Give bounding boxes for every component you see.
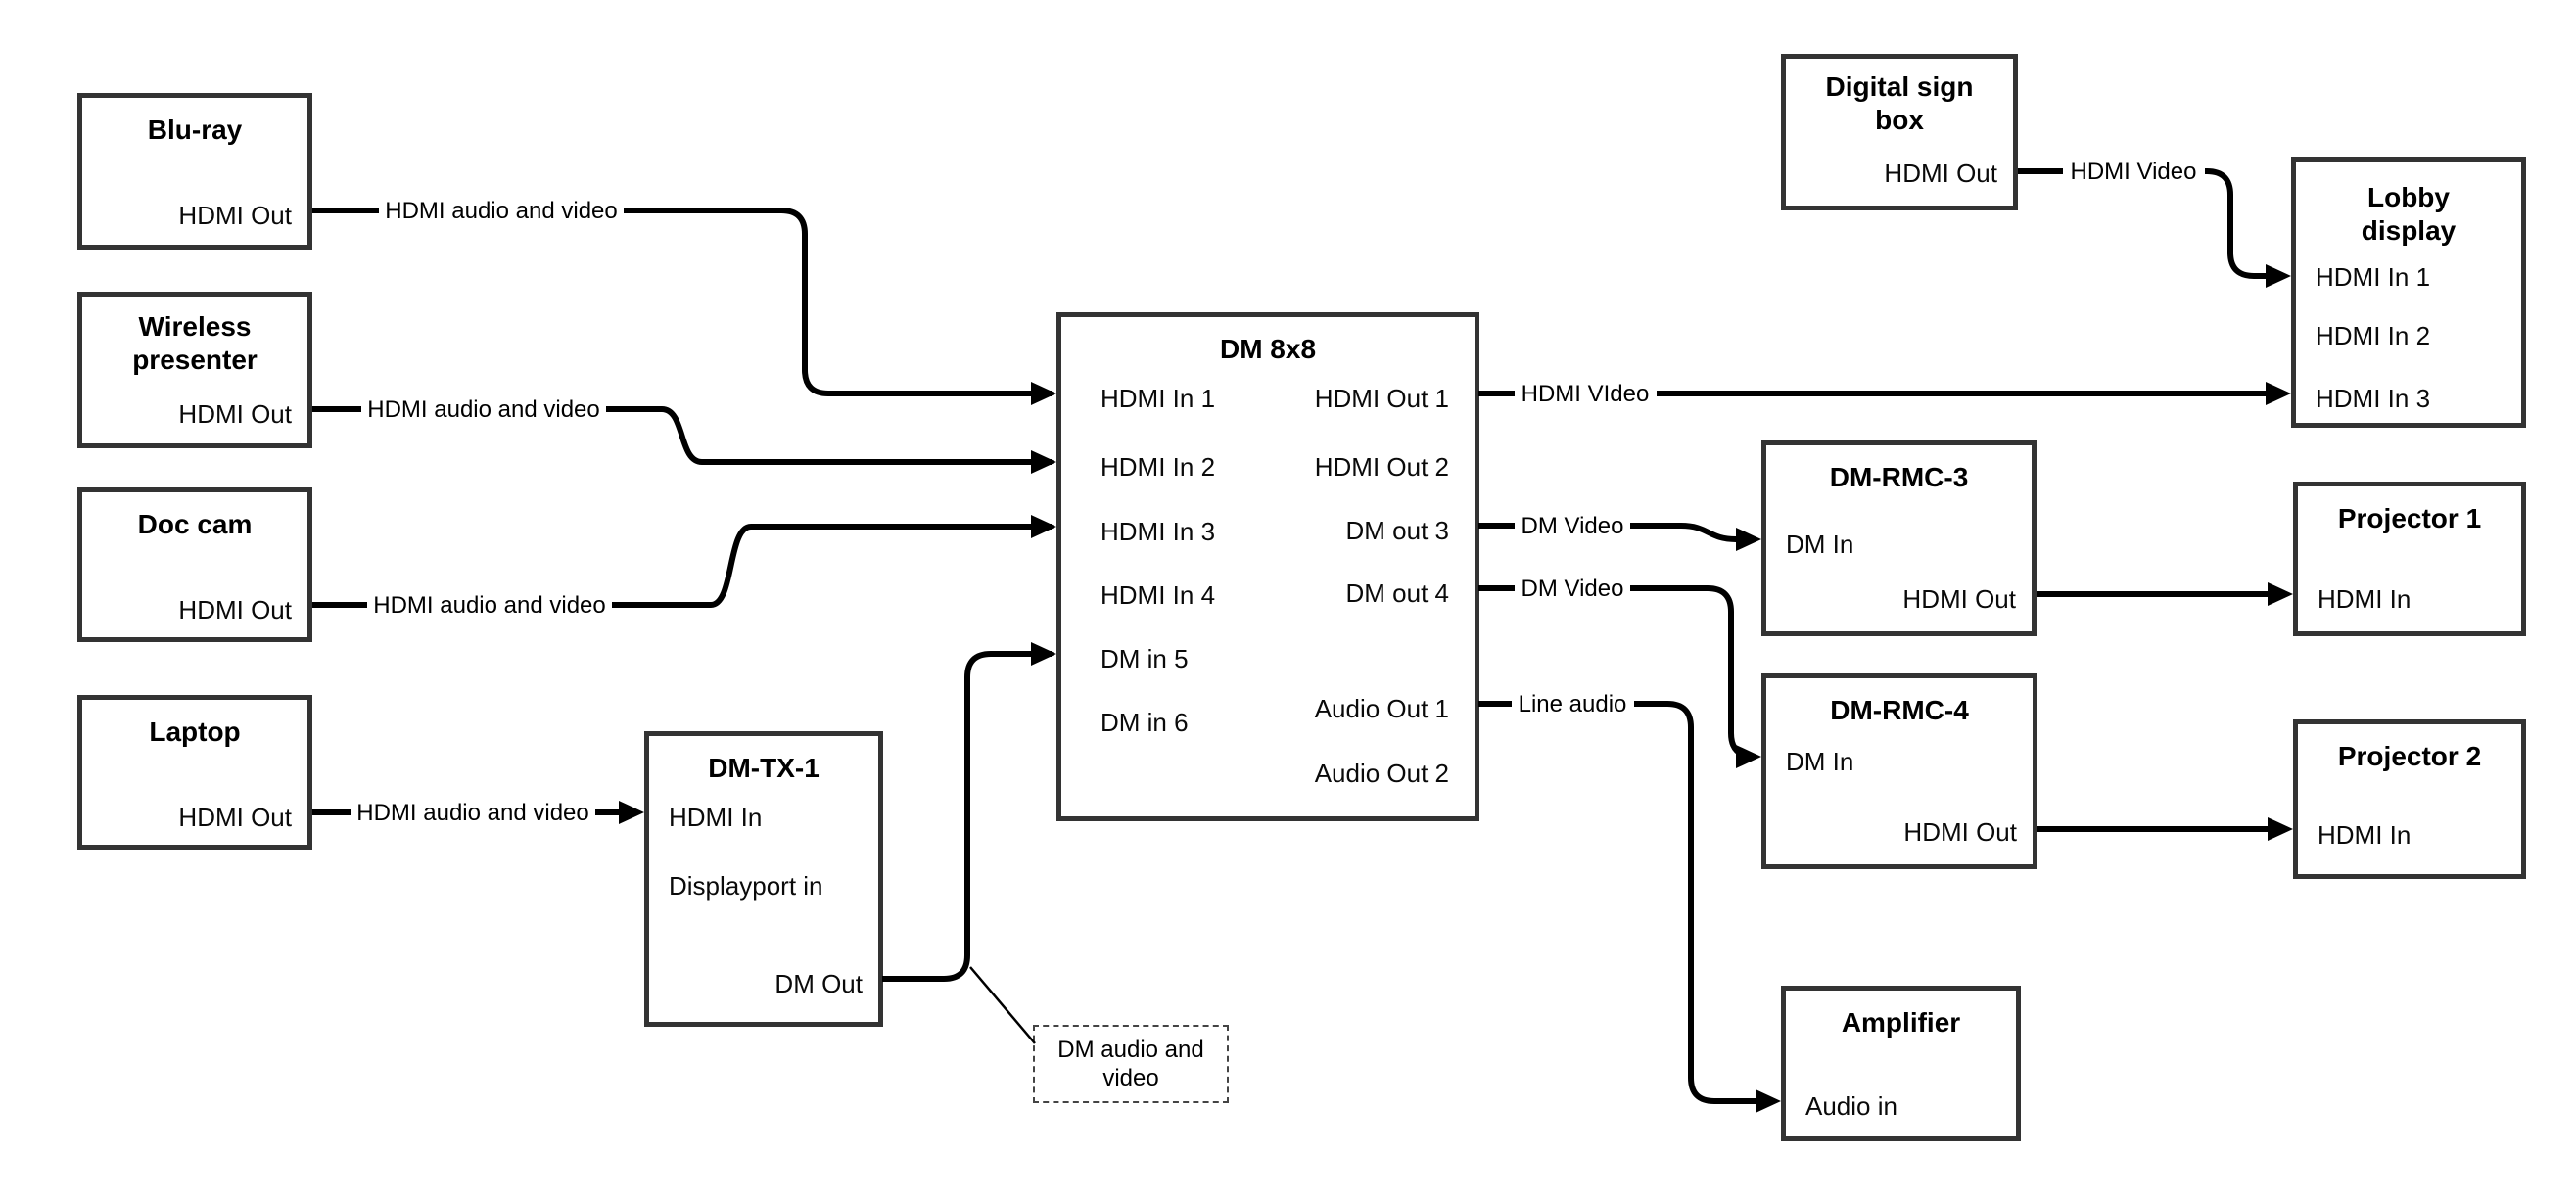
node-lobby-display: Lobby display HDMI In 1 HDMI In 2 HDMI I…	[2291, 157, 2526, 428]
node-laptop: Laptop HDMI Out	[77, 695, 312, 850]
note-dm-audio-and-video: DM audio and video	[1033, 1025, 1229, 1103]
edge-label-bg	[1512, 687, 1634, 720]
port-lobby-hdmi-in-2: HDMI In 2	[2316, 321, 2431, 350]
port-dm8x8-dm-in-5: DM in 5	[1101, 644, 1189, 673]
node-digital-sign-box-title: Digital sign box	[1825, 71, 1974, 135]
node-dm-tx-1-title: DM-TX-1	[708, 753, 820, 783]
node-dm-tx-1: DM-TX-1 HDMI In Displayport in DM Out	[644, 731, 883, 1027]
port-proj1-hdmi-in: HDMI In	[2318, 584, 2412, 614]
edge-label-wireless: HDMI audio and video	[367, 396, 599, 423]
arrowhead-rmc4-dm-in	[1736, 745, 1761, 768]
arrowhead-dmtx1-hdmi-in	[619, 801, 644, 824]
arrowhead-dm8x8-in2	[1031, 450, 1056, 474]
arrowhead-dm8x8-in1	[1031, 382, 1056, 405]
edge-label-bg	[1515, 377, 1657, 410]
port-dm8x8-audio-out-2: Audio Out 2	[1314, 759, 1449, 788]
edge-label-hdmi-video-out1: HDMI VIdeo	[1522, 381, 1650, 407]
port-rmc4-dm-in: DM In	[1786, 747, 1854, 776]
arrowhead-proj2-hdmi-in	[2268, 817, 2293, 841]
edge-digitalsign-to-lobby	[2018, 168, 2268, 279]
node-projector-2: Projector 2 HDMI In	[2293, 719, 2526, 879]
port-dm8x8-hdmi-in-4: HDMI In 4	[1101, 580, 1216, 610]
node-doc-cam-title: Doc cam	[137, 509, 253, 539]
edge-label-bg	[367, 588, 612, 622]
port-dmtx1-hdmi-in: HDMI In	[669, 803, 763, 832]
port-dm8x8-hdmi-in-3: HDMI In 3	[1101, 517, 1216, 546]
arrowhead-dm8x8-in5	[1031, 642, 1056, 666]
port-amplifier-audio-in: Audio in	[1805, 1091, 1897, 1121]
edge-dm8x8-out4-to-rmc4	[1478, 585, 1756, 760]
node-bluray: Blu-ray HDMI Out	[77, 93, 312, 250]
node-lobby-display-title: Lobby display	[2361, 182, 2457, 246]
port-lobby-hdmi-in-3: HDMI In 3	[2316, 384, 2431, 413]
edge-label-dm-video-out4: DM Video	[1522, 576, 1624, 602]
node-bluray-title: Blu-ray	[147, 115, 243, 145]
edge-label-doccam: HDMI audio and video	[373, 592, 605, 619]
node-wireless-presenter-title: Wireless presenter	[132, 311, 258, 375]
node-projector-2-title: Projector 2	[2337, 741, 2482, 771]
arrowhead-lobby-in1	[2266, 264, 2291, 288]
port-dm8x8-audio-out-1: Audio Out 1	[1314, 694, 1449, 723]
node-dm-rmc-3-title: DM-RMC-3	[1829, 462, 1969, 492]
port-wireless-hdmi-out: HDMI Out	[178, 399, 292, 429]
port-doccam-hdmi-out: HDMI Out	[178, 595, 292, 624]
edge-doccam-to-dm8x8	[312, 524, 1052, 608]
port-dm8x8-dm-in-6: DM in 6	[1101, 708, 1189, 737]
edge-label-bluray: HDMI audio and video	[385, 198, 617, 224]
node-projector-1-title: Projector 1	[2337, 503, 2482, 533]
port-dm8x8-hdmi-out-2: HDMI Out 2	[1314, 452, 1449, 482]
port-dmtx1-dm-out: DM Out	[774, 969, 863, 998]
port-dm8x8-hdmi-in-2: HDMI In 2	[1101, 452, 1216, 482]
port-rmc4-hdmi-out: HDMI Out	[1903, 817, 2017, 847]
node-amplifier: Amplifier Audio in	[1781, 986, 2021, 1141]
edge-label-bg	[1515, 572, 1630, 605]
note-leader-line	[969, 966, 1036, 1044]
port-proj2-hdmi-in: HDMI In	[2318, 820, 2412, 850]
arrowhead-proj1-hdmi-in	[2268, 582, 2293, 606]
edge-dm8x8-audio1-to-amp	[1478, 701, 1757, 1104]
port-dm8x8-hdmi-in-1: HDMI In 1	[1101, 384, 1216, 413]
edge-dmtx1-to-dm8x8	[882, 651, 1052, 982]
edge-label-bg	[1515, 509, 1630, 542]
port-bluray-hdmi-out: HDMI Out	[178, 201, 292, 230]
edge-label-bg	[351, 796, 595, 829]
edge-bluray-to-dm8x8	[312, 208, 1052, 396]
edge-wireless-to-dm8x8	[312, 406, 1052, 465]
node-digital-sign-box: Digital sign box HDMI Out	[1781, 54, 2018, 210]
node-amplifier-title: Amplifier	[1841, 1007, 1961, 1038]
port-rmc3-dm-in: DM In	[1786, 530, 1854, 559]
edge-label-dm-video-out3: DM Video	[1522, 513, 1624, 539]
node-laptop-title: Laptop	[149, 716, 241, 747]
node-dm-8x8: DM 8x8 HDMI In 1 HDMI In 2 HDMI In 3 HDM…	[1056, 312, 1479, 821]
node-projector-1: Projector 1 HDMI In	[2293, 482, 2526, 636]
edge-label-hdmi-video-sign: HDMI Video	[2071, 159, 2197, 185]
port-dm8x8-dm-out-3: DM out 3	[1345, 516, 1450, 545]
edge-label-line-audio: Line audio	[1519, 691, 1627, 717]
node-doc-cam: Doc cam HDMI Out	[77, 487, 312, 642]
node-dm-rmc-4-title: DM-RMC-4	[1830, 695, 1969, 725]
arrowhead-dm8x8-in3	[1031, 515, 1056, 538]
port-dm8x8-hdmi-out-1: HDMI Out 1	[1314, 384, 1449, 413]
edge-label-bg	[361, 393, 606, 426]
node-dm-rmc-4: DM-RMC-4 DM In HDMI Out	[1761, 673, 2037, 869]
node-dm-rmc-3: DM-RMC-3 DM In HDMI Out	[1761, 440, 2037, 636]
port-lobby-hdmi-in-1: HDMI In 1	[2316, 262, 2431, 292]
port-rmc3-hdmi-out: HDMI Out	[1902, 584, 2016, 614]
edge-label-bg	[2063, 155, 2205, 188]
edge-label-bg	[379, 194, 624, 227]
arrowhead-lobby-in3	[2266, 382, 2291, 405]
port-digitalsign-hdmi-out: HDMI Out	[1884, 159, 1997, 188]
arrowhead-amp-audio-in	[1756, 1089, 1781, 1113]
port-dmtx1-displayport-in: Displayport in	[669, 871, 823, 901]
port-laptop-hdmi-out: HDMI Out	[178, 803, 292, 832]
port-dm8x8-dm-out-4: DM out 4	[1345, 578, 1450, 608]
arrowhead-rmc3-dm-in	[1736, 528, 1761, 551]
node-dm-8x8-title: DM 8x8	[1219, 334, 1317, 364]
edge-dm8x8-out3-to-rmc3	[1478, 523, 1739, 542]
edge-label-laptop: HDMI audio and video	[356, 800, 588, 826]
node-wireless-presenter: Wireless presenter HDMI Out	[77, 292, 312, 448]
